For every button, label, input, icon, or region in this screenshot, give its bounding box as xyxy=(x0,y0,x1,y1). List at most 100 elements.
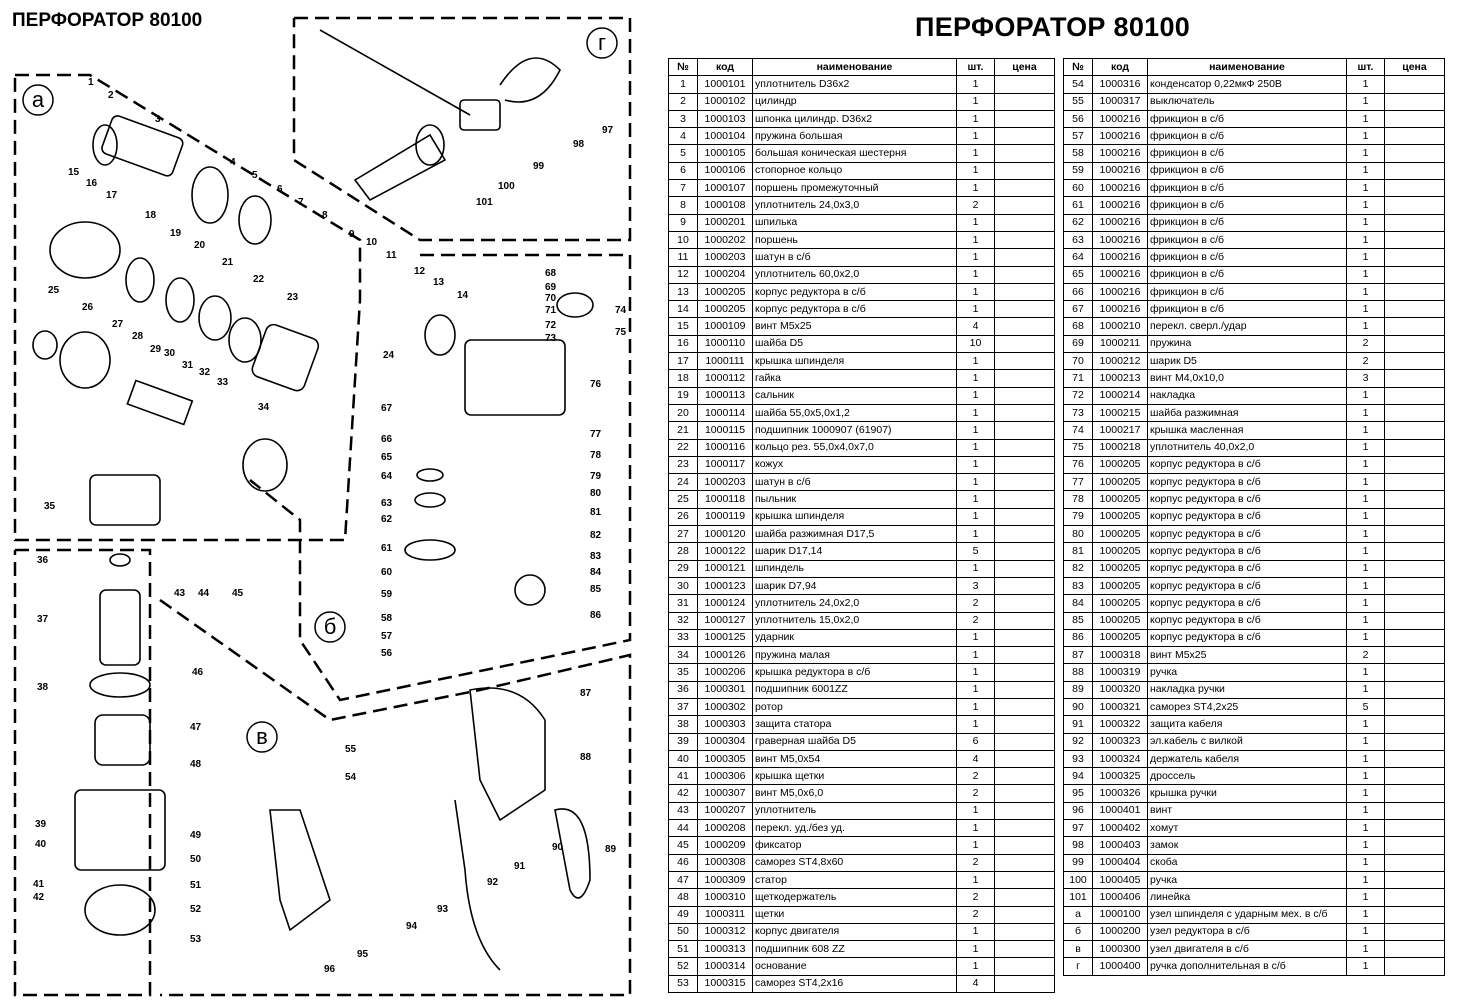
cell-price xyxy=(994,576,1055,596)
cell-name: винт M5,0x6,0 xyxy=(752,784,957,803)
cell-no: 18 xyxy=(668,369,698,388)
cell-code: 1000205 xyxy=(1092,455,1148,475)
cell-name: замок xyxy=(1147,836,1347,855)
callout-77: 77 xyxy=(590,429,602,440)
cell-name: корпус редуктора в с/б xyxy=(1147,542,1347,561)
cell-no: 52 xyxy=(668,957,698,976)
callout-31: 31 xyxy=(182,360,194,371)
cell-name: скоба xyxy=(1147,853,1347,872)
cell-qty: 1 xyxy=(1346,801,1385,821)
cell-price xyxy=(1384,870,1445,890)
cell-name: подшипник 608 ZZ xyxy=(752,940,957,959)
cell-price xyxy=(994,628,1055,648)
cell-price xyxy=(994,179,1055,198)
cell-qty: 1 xyxy=(956,680,995,699)
callout-64: 64 xyxy=(381,471,393,482)
cell-code: 1000121 xyxy=(697,559,753,578)
cell-price xyxy=(1384,161,1445,181)
parts-drawing xyxy=(32,29,594,971)
callout-56: 56 xyxy=(381,648,393,659)
cell-price xyxy=(1384,646,1445,665)
cell-qty: 1 xyxy=(1346,403,1385,423)
cell-price xyxy=(994,507,1055,527)
cell-name: фрикцион в с/б xyxy=(1147,127,1347,146)
cell-code: 1000204 xyxy=(697,265,753,284)
cell-code: 1000309 xyxy=(697,870,753,890)
cell-code: 1000112 xyxy=(697,369,753,388)
cell-price xyxy=(994,784,1055,803)
cell-code: 1000203 xyxy=(697,248,753,267)
cell-code: 1000216 xyxy=(1092,248,1148,267)
cell-price xyxy=(994,715,1055,734)
cell-qty: 1 xyxy=(1346,473,1385,492)
callout-99: 99 xyxy=(533,161,545,172)
cell-no: 29 xyxy=(668,559,698,578)
cell-qty: 1 xyxy=(1346,421,1385,440)
cell-price xyxy=(994,888,1055,907)
cell-no: 31 xyxy=(668,594,698,613)
cell-code: 1000111 xyxy=(697,352,753,371)
friction-85 xyxy=(514,574,546,606)
cell-qty: 1 xyxy=(1346,576,1385,596)
cell-no: 42 xyxy=(668,784,698,803)
cell-no: 43 xyxy=(668,801,698,821)
cell-name: подшипник 1000907 (61907) xyxy=(752,421,957,440)
cell-code: 1000310 xyxy=(697,888,753,907)
dust-cap-25 xyxy=(32,330,58,360)
cell-qty: 1 xyxy=(1346,767,1385,786)
cell-name: фрикцион в с/б xyxy=(1147,265,1347,284)
cell-name: хомут xyxy=(1147,819,1347,838)
cell-code: 1000203 xyxy=(697,473,753,492)
cell-name: шпонка цилиндр. D36x2 xyxy=(752,109,957,129)
cell-qty: 1 xyxy=(956,490,995,509)
cell-name: узел двигателя в с/б xyxy=(1147,940,1347,959)
stator-47 xyxy=(94,714,151,766)
cell-name: пружина малая xyxy=(752,646,957,665)
cell-price xyxy=(1384,697,1445,717)
cell-no: 51 xyxy=(668,940,698,959)
callout-23: 23 xyxy=(287,292,299,303)
cell-price xyxy=(994,940,1055,959)
cell-qty: 1 xyxy=(1346,92,1385,111)
callout-12: 12 xyxy=(414,266,426,277)
cell-code: 1000216 xyxy=(1092,213,1148,232)
cell-qty: 1 xyxy=(956,352,995,371)
cell-name: защита статора xyxy=(752,715,957,734)
cell-code: 1000101 xyxy=(697,75,753,94)
cell-code: 1000303 xyxy=(697,715,753,734)
callout-70: 70 xyxy=(545,293,557,304)
cell-code: 1000312 xyxy=(697,922,753,942)
cell-name: винт xyxy=(1147,801,1347,821)
cell-name: крышка ручки xyxy=(1147,784,1347,803)
callout-83: 83 xyxy=(590,551,602,562)
cell-no: 61 xyxy=(1063,196,1093,215)
cell-code: 1000102 xyxy=(697,92,753,111)
cell-qty: 1 xyxy=(1346,317,1385,336)
cell-name: шатун в с/б xyxy=(752,248,957,267)
cell-qty: 1 xyxy=(1346,507,1385,527)
cell-code: 1000205 xyxy=(1092,473,1148,492)
callout-1: 1 xyxy=(88,77,94,88)
spring-4 xyxy=(191,166,229,224)
callout-88: 88 xyxy=(580,752,592,763)
cell-price xyxy=(994,749,1055,769)
cell-code: 1000311 xyxy=(697,905,753,924)
col-no: № xyxy=(1063,57,1093,77)
callout-19: 19 xyxy=(170,228,182,239)
cell-name: винт M5x25 xyxy=(1147,646,1347,665)
cell-name: цилиндр xyxy=(752,92,957,111)
callout-39: 39 xyxy=(35,819,47,830)
cell-qty: 1 xyxy=(1346,525,1385,544)
